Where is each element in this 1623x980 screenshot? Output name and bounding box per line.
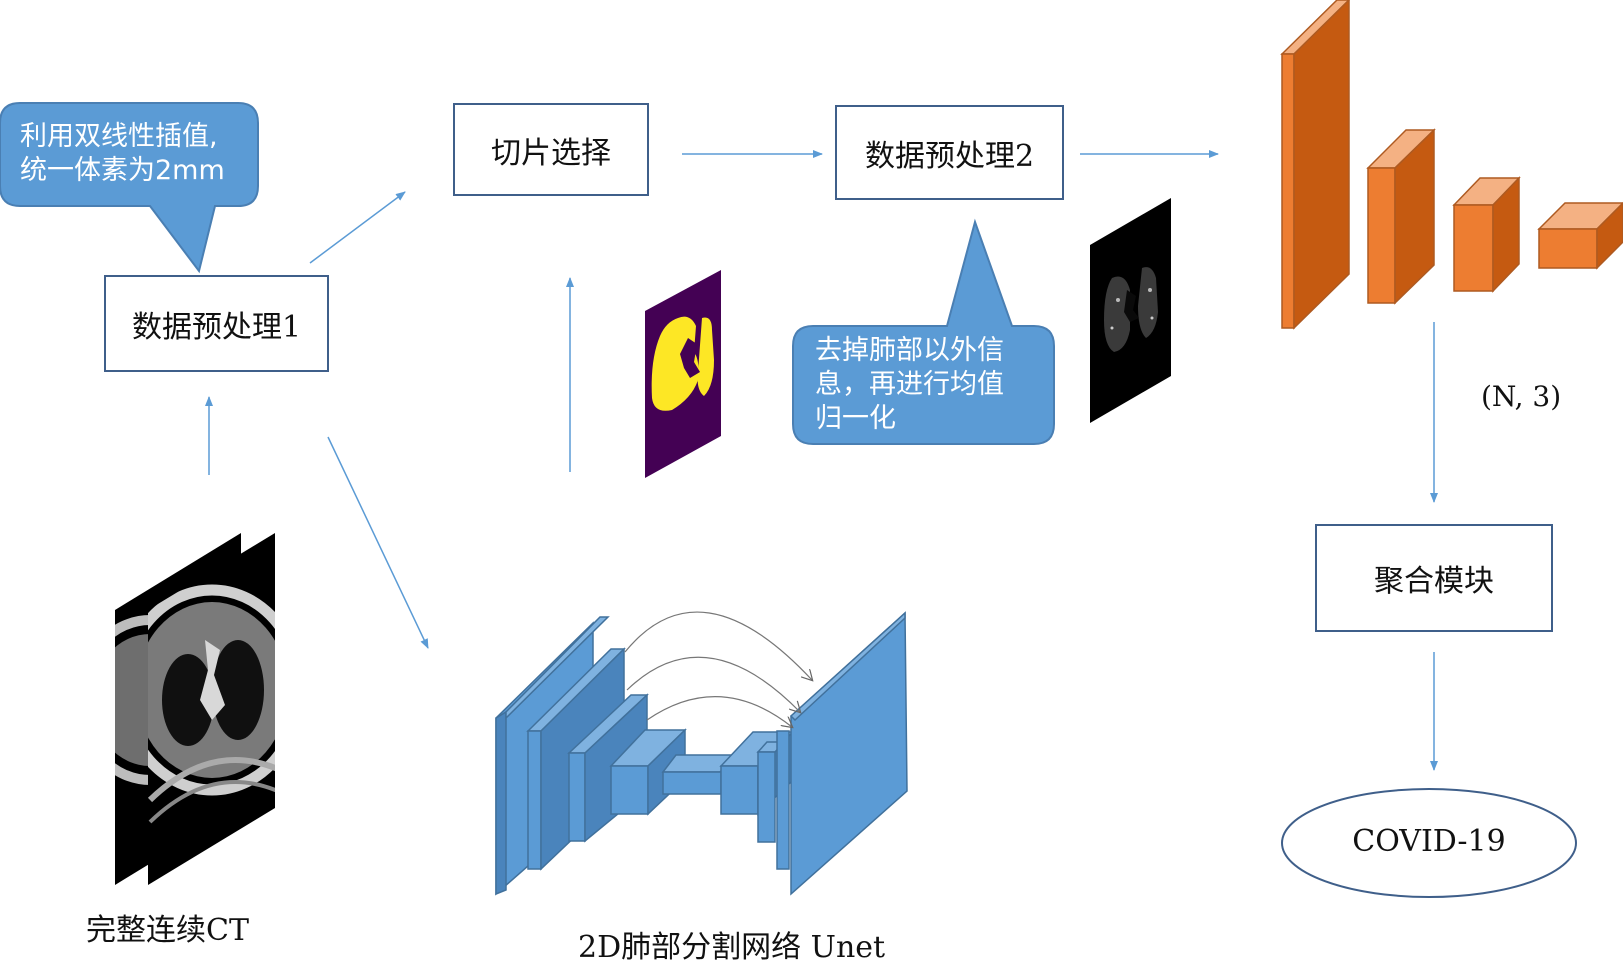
arrow-preprocess1-to-slice [309,191,406,264]
callout-normalize-line3: 归一化 [815,403,896,434]
ct-stack-icon [115,533,275,885]
callout-interp-text: 利用双线性插值, 统一体素为2mm [20,120,225,188]
preprocess1-label: 数据预处理1 [131,309,302,345]
lung-mask-icon [645,270,721,478]
output-label: COVID-19 [1352,824,1506,859]
masked-ct-icon [1090,198,1171,423]
preprocess2-label: 数据预处理2 [864,138,1035,174]
aggregate-box: 聚合模块 [1315,524,1553,632]
unet-label: 2D肺部分割网络 Unet [578,930,886,965]
callout-normalize [792,218,1055,445]
callout-interp-line2: 统一体素为2mm [20,155,225,186]
arrow-preprocess1-to-unet [327,436,429,649]
unet-icon [495,611,908,896]
ct-label: 完整连续CT [86,913,249,948]
aggregate-label: 聚合模块 [1374,564,1494,599]
classifier-icon [1280,0,1623,330]
arrows [205,150,1438,771]
slice-select-label: 切片选择 [491,135,611,171]
callout-normalize-text: 去掉肺部以外信 息，再进行均值 归一化 [815,334,1004,436]
shape-label: (N, 3) [1481,380,1562,413]
ct-slice-front [148,584,275,824]
callout-normalize-line1: 去掉肺部以外信 [815,335,1004,366]
output-ellipse [1281,788,1577,898]
preprocess1-box: 数据预处理1 [104,275,329,372]
preprocess2-box: 数据预处理2 [835,105,1064,200]
callout-normalize-line2: 息，再进行均值 [815,369,1004,400]
unet-skip-connections [624,611,812,727]
callout-interp [0,102,259,274]
slice-select-box: 切片选择 [453,103,649,196]
callout-interp-line1: 利用双线性插值, [20,121,218,152]
